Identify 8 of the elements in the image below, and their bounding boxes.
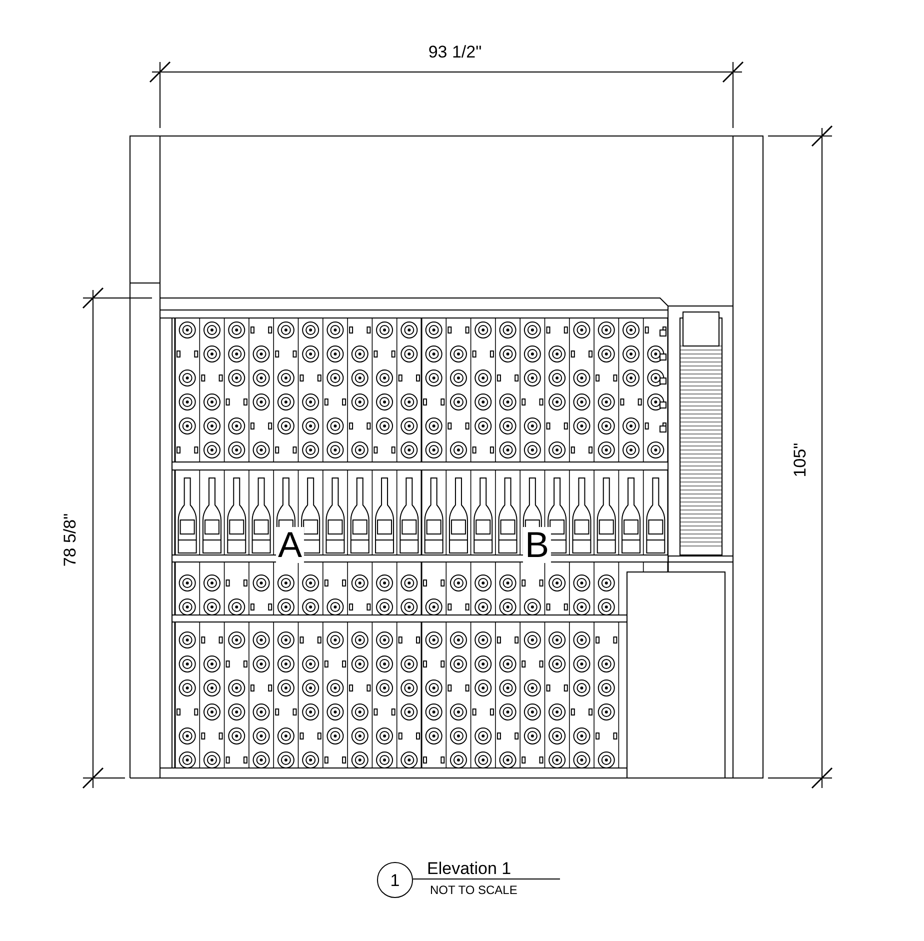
dimension-label: 78 5/8": [62, 513, 78, 567]
section-marker: A: [276, 527, 304, 563]
dimension-label: 93 1/2": [428, 44, 482, 60]
section-marker: B: [523, 527, 551, 563]
drawing-title: Elevation 1: [427, 860, 512, 877]
callout-circle: 1: [377, 862, 413, 898]
drawing-caption: NOT TO SCALE: [430, 884, 518, 896]
dimension-label: 105": [792, 442, 808, 478]
